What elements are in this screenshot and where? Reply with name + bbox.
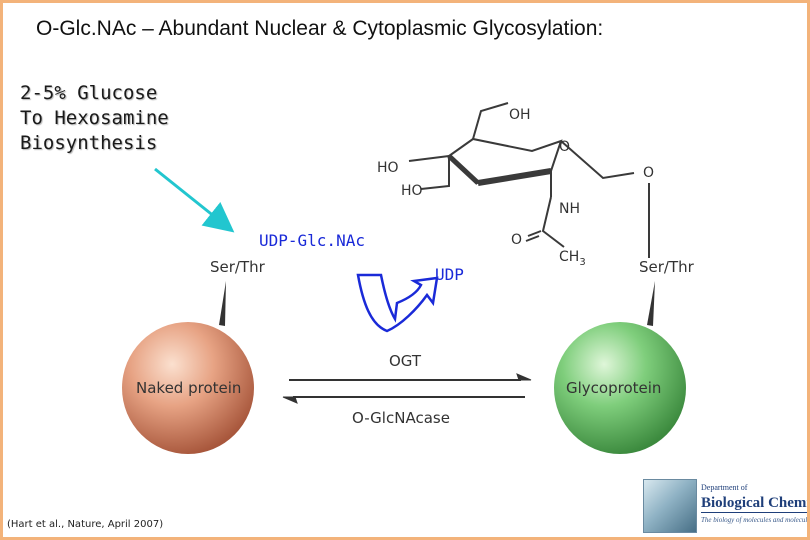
oglcnacase-label: O-GlcNAcase — [352, 409, 450, 427]
biosynthesis-line-1: 2-5% Glucose — [20, 82, 158, 104]
ser-thr-left-label: Ser/Thr — [210, 258, 266, 276]
glycoprotein-sphere — [554, 322, 686, 454]
reaction-diagram: OH HO HO O O NH O CH3 UDP-Glc.NAc Ser/Th… — [122, 102, 695, 454]
sugar-label-nh: NH — [559, 201, 580, 217]
udp-glcnac-label: UDP-Glc.NAc — [259, 231, 365, 250]
glycoprotein-label: Glycoprotein — [566, 379, 661, 397]
biosynthesis-arrow — [154, 167, 235, 233]
right-attachment-wedge — [647, 281, 655, 326]
sugar-label-carbonyl-o: O — [511, 232, 522, 248]
logo-image — [643, 479, 697, 533]
ser-thr-right-label: Ser/Thr — [639, 258, 695, 276]
logo-name: Biological Chemistry — [701, 495, 807, 513]
sugar-label-ho-upper: HO — [377, 160, 399, 176]
biosynthesis-line-3: Biosynthesis — [20, 132, 158, 154]
glcnac-structure — [408, 102, 635, 248]
left-attachment-wedge — [219, 281, 226, 326]
ogt-label: OGT — [389, 352, 422, 370]
udp-release-arrow — [356, 273, 439, 333]
biosynthesis-note: 2-5% Glucose To Hexosamine Biosynthesis — [20, 81, 280, 156]
sugar-label-ch3-sub: 3 — [579, 257, 585, 268]
equilibrium-arrows — [282, 373, 532, 404]
sugar-label-ring-o: O — [559, 139, 570, 155]
naked-protein-label: Naked protein — [136, 379, 241, 397]
udp-label: UDP — [435, 265, 464, 284]
sugar-label-ho-lower: HO — [401, 183, 423, 199]
citation: (Hart et al., Nature, April 2007) — [7, 519, 164, 530]
slide-title: O-Glc.NAc – Abundant Nuclear & Cytoplasm… — [36, 17, 604, 40]
department-logo: Department of Biological Chemistry The b… — [643, 479, 808, 533]
logo-tagline: The biology of molecules and molecular l… — [701, 516, 808, 524]
sugar-label-ch3: CH3 — [559, 249, 586, 268]
sugar-label-link-o: O — [643, 165, 654, 181]
biosynthesis-line-2: To Hexosamine — [20, 107, 169, 129]
sugar-label-oh: OH — [509, 107, 531, 123]
logo-dept: Department of — [701, 483, 748, 492]
sugar-label-ch: CH — [559, 249, 579, 265]
naked-protein-sphere — [122, 322, 254, 454]
